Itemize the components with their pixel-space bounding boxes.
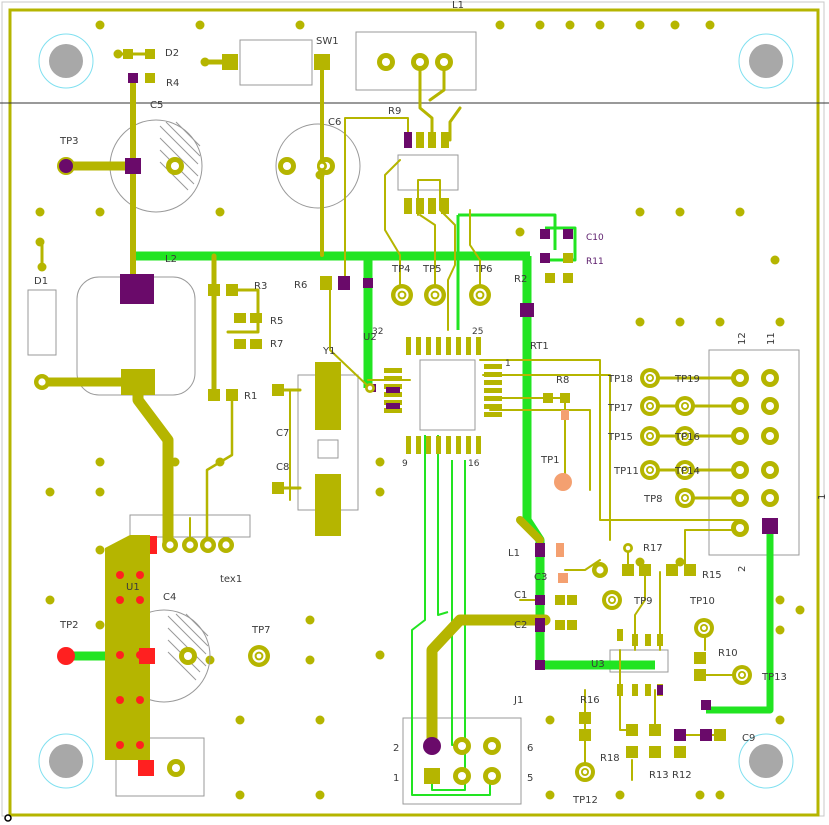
label-tp15: TP15 <box>607 432 633 443</box>
origin-marker <box>4 814 12 822</box>
label-conn-2: 2 <box>737 566 748 572</box>
label-tp12: TP12 <box>572 795 598 806</box>
label-l1: L1 <box>508 548 520 559</box>
label-conn-1: 1 <box>817 494 828 500</box>
label-r10: R10 <box>718 648 738 659</box>
label-tp8: TP8 <box>643 494 663 505</box>
label-c2: C2 <box>514 620 527 631</box>
label-j1-pin2: 2 <box>393 743 399 754</box>
label-tp16: TP16 <box>674 432 700 443</box>
label-c7: C7 <box>276 428 289 439</box>
pads <box>34 49 779 785</box>
label-tp7: TP7 <box>251 625 271 636</box>
mount-hole-tl <box>38 33 94 89</box>
label-r16: R16 <box>580 695 600 706</box>
label-tp6: TP6 <box>473 264 493 275</box>
label-pin1: 1 <box>505 359 511 369</box>
label-pin9: 9 <box>402 459 408 469</box>
label-r3: R3 <box>254 281 267 292</box>
mount-hole-tr <box>738 33 794 89</box>
label-l2: L2 <box>165 254 177 265</box>
label-y1: Y1 <box>322 346 335 357</box>
label-tp1: TP1 <box>540 455 560 466</box>
label-pin32: 32 <box>372 327 383 337</box>
mount-hole-br <box>738 733 794 789</box>
label-tp4: TP4 <box>391 264 411 275</box>
label-r11: R11 <box>586 257 604 267</box>
label-r18: R18 <box>600 753 620 764</box>
label-tp11: TP11 <box>613 466 639 477</box>
label-j1-pin1: 1 <box>393 773 399 784</box>
label-tp14: TP14 <box>674 466 700 477</box>
label-c3: C3 <box>534 572 547 583</box>
label-pin25: 25 <box>472 327 483 337</box>
label-r12: R12 <box>672 770 692 781</box>
label-conn-11: 11 <box>766 332 777 345</box>
label-r2: R2 <box>514 274 527 285</box>
label-j1-pin6: 6 <box>527 743 533 754</box>
label-pin16: 16 <box>468 459 480 469</box>
label-r13: R13 <box>649 770 669 781</box>
label-sw1: SW1 <box>316 36 339 47</box>
label-r8: R8 <box>556 375 569 386</box>
label-j1: J1 <box>513 695 523 706</box>
label-tp2: TP2 <box>59 620 79 631</box>
label-c1: C1 <box>514 590 527 601</box>
board-outline <box>8 8 820 817</box>
label-j1-pin5: 5 <box>527 773 533 784</box>
label-u2: U2 <box>363 332 377 343</box>
mount-hole-bl <box>38 733 94 789</box>
label-tp18: TP18 <box>607 374 633 385</box>
label-c5: C5 <box>150 100 163 111</box>
label-c4: C4 <box>163 592 176 603</box>
label-l1-top: L1 <box>452 0 464 11</box>
label-tex1: tex1 <box>220 574 242 585</box>
y1-crystal <box>315 362 341 536</box>
labels: SW1 D2 R4 C5 TP3 C6 R9 D1 L2 R3 R5 R7 R1… <box>34 0 828 806</box>
label-rt1: RT1 <box>530 341 549 352</box>
label-tp5: TP5 <box>422 264 442 275</box>
label-tp13: TP13 <box>761 672 787 683</box>
label-d2: D2 <box>165 48 179 59</box>
label-c6: C6 <box>328 117 341 128</box>
label-c9: C9 <box>742 733 755 744</box>
label-tp3: TP3 <box>59 136 79 147</box>
label-r1: R1 <box>244 391 257 402</box>
label-conn-12: 12 <box>737 332 748 345</box>
label-u3: U3 <box>591 659 605 670</box>
label-r6: R6 <box>294 280 307 291</box>
label-r9: R9 <box>388 106 401 117</box>
label-c10: C10 <box>586 233 604 243</box>
label-r15: R15 <box>702 570 722 581</box>
label-r4: R4 <box>166 78 179 89</box>
label-r17: R17 <box>643 543 663 554</box>
u2-ic <box>384 337 502 454</box>
mounting-holes <box>38 33 794 789</box>
label-r7: R7 <box>270 339 283 350</box>
via-grid <box>35 20 805 800</box>
label-tp17: TP17 <box>607 403 633 414</box>
label-tp9: TP9 <box>633 596 653 607</box>
label-tp10: TP10 <box>689 596 715 607</box>
label-u1: U1 <box>126 582 140 593</box>
label-tp19: TP19 <box>674 374 700 385</box>
label-c8: C8 <box>276 462 289 473</box>
label-r5: R5 <box>270 316 283 327</box>
label-d1: D1 <box>34 276 48 287</box>
silkscreen <box>27 31 800 805</box>
